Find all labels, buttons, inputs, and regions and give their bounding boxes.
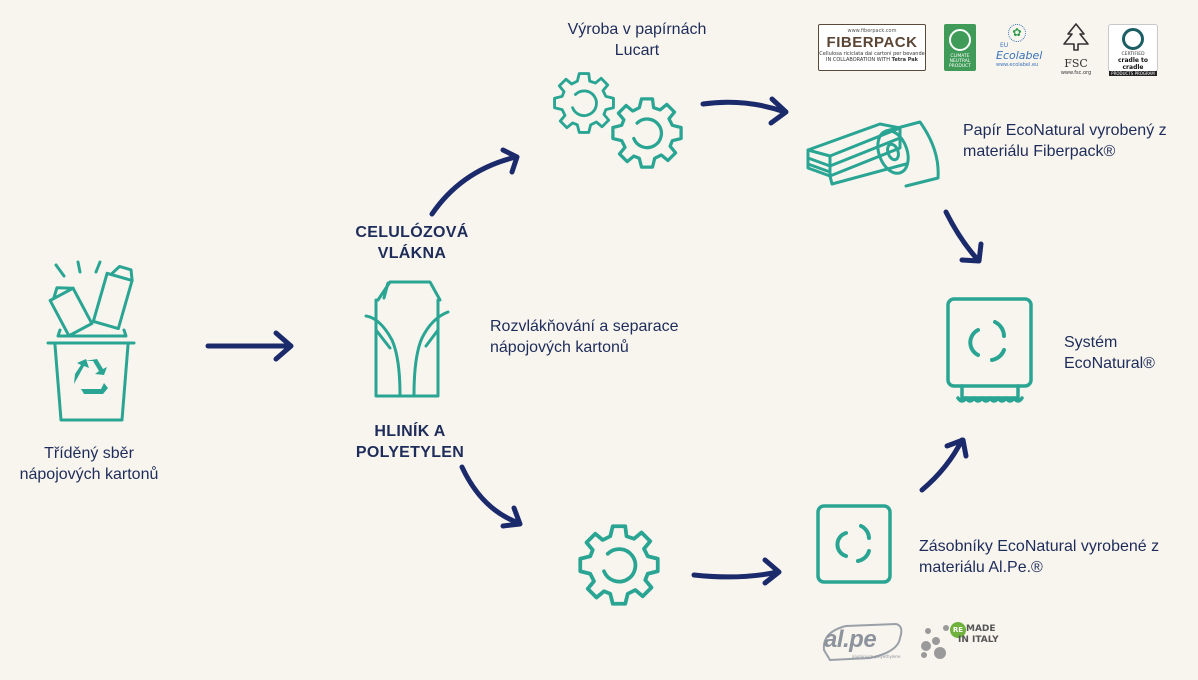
c2c-program: PRODUCTS PROGRAM [1109,71,1157,76]
ecolabel-name: Ecolabel [996,49,1043,62]
dispenser-system-icon [946,297,1033,403]
ecolabel-logo: ✿ EU Ecolabel www.ecolabel.eu [996,24,1043,74]
gear-icon [553,72,615,134]
c2c-icon [1122,28,1144,50]
arrow-collection-to-pulping [205,330,294,362]
gear-icon [611,97,683,169]
alpe-logo-icon [822,622,903,662]
recycle-symbol-icon [74,359,108,394]
dispensers-label: Zásobníky EcoNatural vyrobené z materiál… [919,538,1160,576]
pulping-label: Rozvlákňování a separace nápojových kart… [490,318,679,356]
arrow-dispensers-to-system [919,437,969,493]
remade-re: RE [952,626,964,634]
fsc-tree-icon [1063,23,1089,51]
arrow-mill-to-paper [700,96,789,126]
alpe-sub: aluminium polyethylene [852,654,901,659]
ecolabel-eu: EU [1000,42,1009,49]
cradle-to-cradle-logo: CERTIFIED cradle to cradle PRODUCTS PROG… [1108,24,1158,76]
econatural-paper-label: Papír EcoNatural vyrobený z materiálu Fi… [963,122,1167,160]
arrow-alpe-to-plant [459,464,523,529]
aluminium-polyethylene-label: HLINÍK A POLYETYLEN [355,423,465,461]
c2c-certified: CERTIFIED [1121,52,1145,57]
arrow-fibers-to-mill [429,147,520,217]
beverage-carton-icon [364,280,450,398]
paper-roll-icon [806,120,940,188]
ecolabel-flower-icon: ✿ [1008,24,1026,42]
fiberpack-logo: www.fiberpack.com FIBERPACK Cellulosa ri… [818,24,926,71]
cellulose-fibers-label: CELULÓZOVÁ VLÁKNA [355,224,469,262]
fsc-logo: FSC www.fsc.org [1056,22,1096,76]
arrow-plant-to-dispensers [691,557,782,586]
ecolabel-url: www.ecolabel.eu [996,62,1039,68]
gear-icon [578,524,660,606]
paper-mill-label: Výroba v papírnách Lucart [567,21,707,59]
remade-in-italy: IN ITALY [958,635,999,645]
alpe-logo: al.pe aluminium polyethylene [822,624,908,664]
econatural-system-label: Systém EcoNatural® [1064,334,1155,372]
climate-neutral-icon [949,29,971,51]
fiberpack-partner: Tetra Pak [891,57,918,63]
recycling-bin-icon [46,260,136,422]
c2c-name: cradle to cradle [1117,57,1149,71]
fsc-name: FSC [1064,57,1088,70]
alpe-name: al.pe [824,626,877,653]
fsc-url: www.fsc.org [1060,70,1092,76]
remade-made: MADE [966,624,996,634]
fiberpack-url: www.fiberpack.com [847,28,897,34]
climate-neutral-logo: CLIMATE NEUTRAL PRODUCT [944,24,976,71]
remade-in-italy-logo: RE MADE IN ITALY [952,624,1012,660]
fiberpack-collab: IN COLLABORATION WITH [826,57,890,63]
dispenser-icon [816,504,892,584]
sorted-collection-label: Tříděný sběr nápojových kartonů [19,445,159,483]
arrow-paper-to-system [943,209,984,264]
fiberpack-tagline: Cellulosa riciclata dai cartoni per beva… [819,51,925,57]
climate-neutral-text: CLIMATE NEUTRAL PRODUCT [948,54,972,69]
remade-logo-icon [921,622,966,659]
fiberpack-name: FIBERPACK [826,34,918,51]
